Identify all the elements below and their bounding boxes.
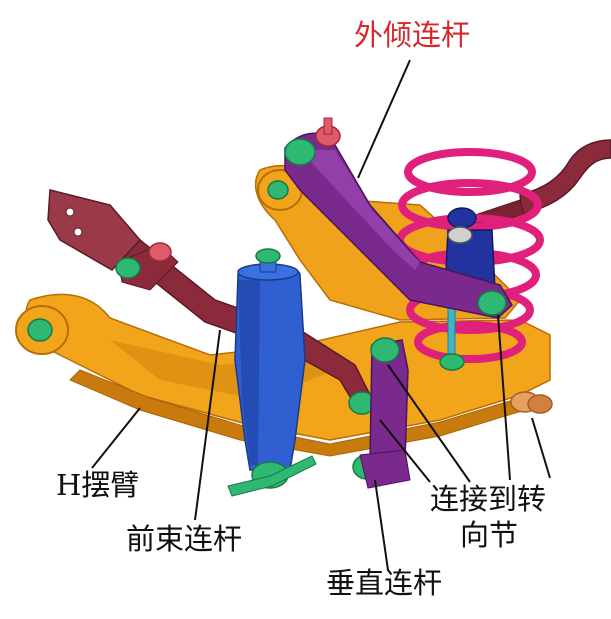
bump-stop-cap bbox=[447, 207, 477, 229]
label-vertical-link: 垂直连杆 bbox=[326, 566, 443, 600]
camber-link-highlight bbox=[300, 150, 420, 270]
label-camber-link: 外倾连杆 bbox=[354, 18, 471, 52]
leader-toe-link bbox=[194, 329, 221, 521]
shock-absorber-shade bbox=[238, 280, 260, 465]
toe-link-bushing-inner bbox=[115, 257, 141, 279]
toe-link-hole-2 bbox=[73, 227, 83, 237]
leader-knuckle-3 bbox=[531, 417, 551, 479]
leader-knuckle-4 bbox=[379, 419, 431, 483]
camber-link-bolt bbox=[323, 117, 333, 135]
vertical-link-top-bushing bbox=[370, 337, 400, 363]
drop-link-top bbox=[447, 226, 473, 244]
camber-link-bushing-outer bbox=[477, 290, 507, 316]
h-arm-bushing-top-core bbox=[267, 180, 289, 200]
toe-link-joint bbox=[148, 242, 172, 262]
camber-link-bushing-inner bbox=[284, 138, 316, 166]
knuckle-bushing-2 bbox=[527, 394, 553, 414]
leader-camber-link bbox=[357, 59, 411, 179]
label-knuckle-line2: 向节 bbox=[460, 518, 519, 552]
leader-knuckle-1 bbox=[387, 364, 471, 483]
label-h-arm: H摆臂 bbox=[56, 468, 140, 502]
stabilizer-bar bbox=[519, 139, 611, 215]
label-toe-link: 前束连杆 bbox=[126, 522, 243, 556]
shock-absorber-bolt bbox=[227, 455, 317, 497]
label-knuckle-line1: 连接到转 bbox=[430, 482, 547, 516]
h-arm-bushing-left-core bbox=[27, 318, 53, 342]
leader-h-arm bbox=[91, 407, 141, 469]
toe-link-hole-1 bbox=[65, 207, 75, 217]
shock-absorber-top-nut bbox=[255, 248, 281, 264]
drop-link-end bbox=[439, 353, 465, 371]
leader-knuckle-2 bbox=[497, 314, 511, 481]
vertical-link-bracket bbox=[359, 449, 411, 489]
leader-lines bbox=[91, 59, 551, 571]
leader-vertical-link bbox=[374, 479, 389, 571]
